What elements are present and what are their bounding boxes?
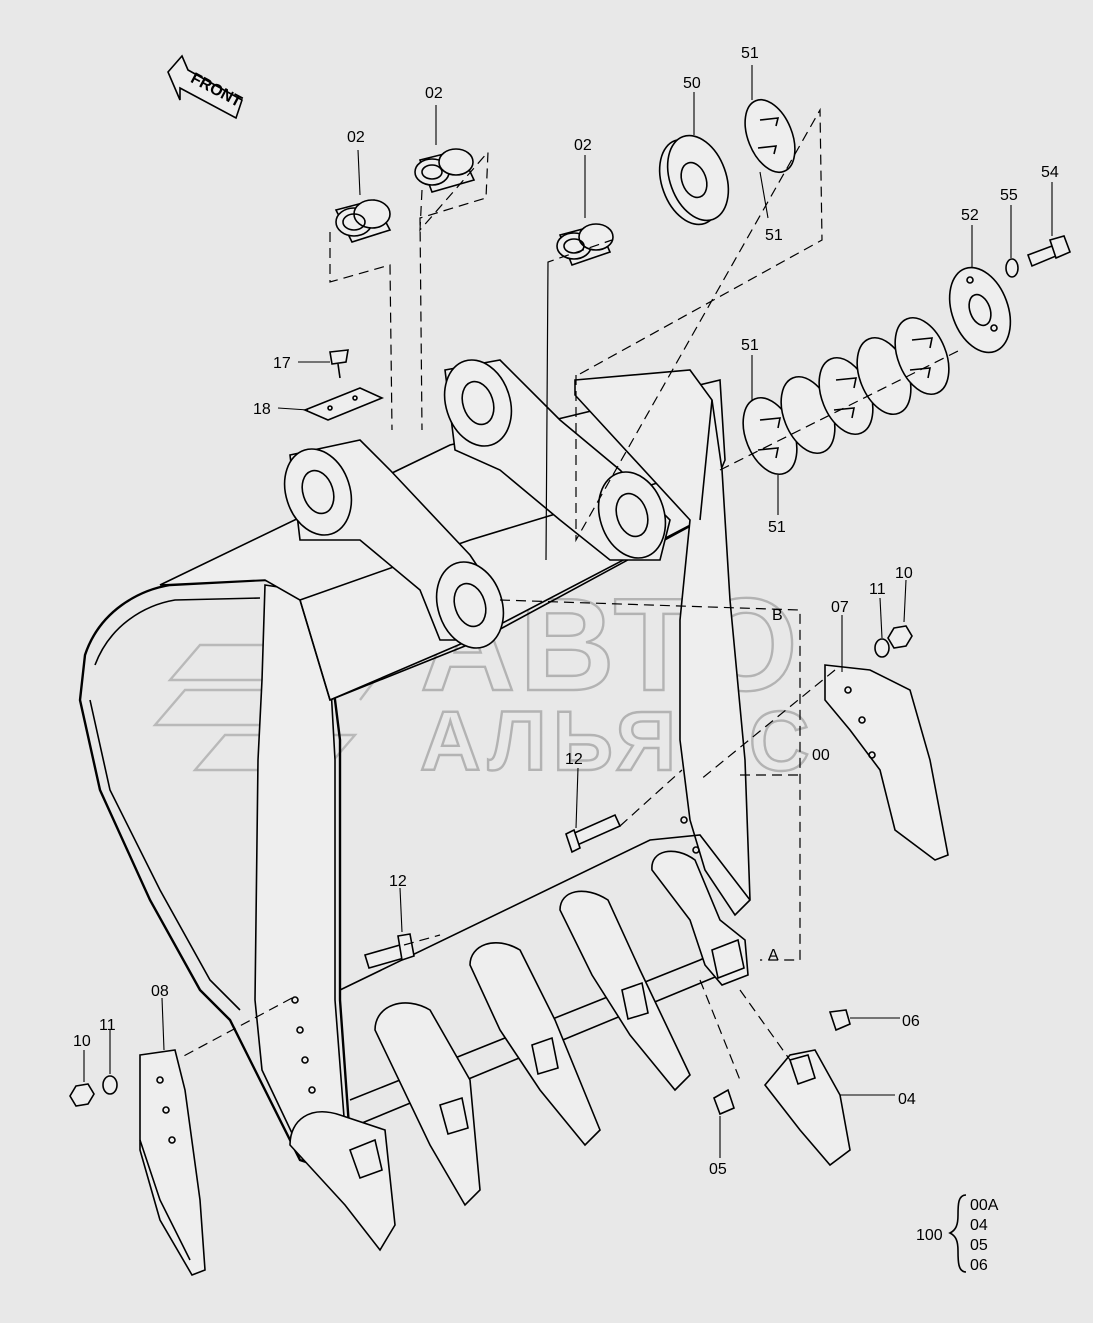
washer-11-right [874, 638, 890, 658]
callout-11-right: 11 [869, 581, 886, 598]
leader-lines [83, 65, 1053, 1158]
callout-51-mid: 51 [765, 227, 783, 244]
boss-left-lower [435, 561, 505, 649]
bushing-02-center [414, 148, 476, 193]
tooth-2 [374, 1002, 481, 1207]
kit-reference: 100 00A 04 05 06 [916, 1194, 999, 1274]
kit-item-4: 06 [970, 1257, 988, 1274]
plate-52 [948, 266, 1012, 354]
callout-05: 05 [709, 1161, 727, 1178]
ref-label-a: A [768, 947, 779, 964]
boss-right-upper [443, 359, 513, 447]
shim-stack-51 [742, 317, 950, 475]
shim-51-top [744, 99, 796, 173]
front-arrow: FRONT [167, 54, 245, 120]
kit-item-1: 00A [970, 1197, 999, 1214]
bolt-54 [1026, 235, 1072, 268]
tooth-adapter-04 [763, 1049, 851, 1167]
callout-08: 08 [151, 983, 169, 1000]
washer-11-left [102, 1075, 118, 1095]
tooth-5 [651, 850, 749, 986]
callout-04: 04 [898, 1091, 916, 1108]
callout-12-lower: 12 [389, 873, 407, 890]
callout-06: 06 [902, 1013, 920, 1030]
kit-item-3: 05 [970, 1237, 988, 1254]
boss-right-lower [597, 471, 667, 559]
nut-10-right [887, 625, 913, 649]
side-cutter-07 [824, 664, 949, 861]
plate-18 [302, 387, 385, 421]
screw-17 [329, 349, 349, 379]
nut-10-left [69, 1083, 95, 1107]
tooth-3 [469, 941, 601, 1147]
washer-55 [1005, 258, 1019, 278]
ref-label-b: B [772, 607, 783, 624]
callout-50: 50 [683, 75, 701, 92]
tooth-4 [559, 890, 691, 1092]
side-cutter-08 [139, 1049, 206, 1276]
callout-54: 54 [1041, 164, 1059, 181]
callout-12-upper: 12 [565, 751, 583, 768]
callout-11-left: 11 [99, 1017, 116, 1034]
callout-52: 52 [961, 207, 979, 224]
callout-51-top: 51 [741, 45, 759, 62]
callout-10-right: 10 [895, 565, 913, 582]
callout-02-center: 02 [425, 85, 443, 102]
callout-00: 00 [812, 747, 830, 764]
boss-left-upper [283, 448, 353, 536]
kit-brace-icon [948, 1194, 967, 1273]
bolt-12-upper [565, 813, 622, 854]
callout-10-left: 10 [73, 1033, 91, 1050]
callout-55: 55 [1000, 187, 1018, 204]
callout-07: 07 [831, 599, 849, 616]
callout-17: 17 [273, 355, 291, 372]
pin-06 [828, 1009, 851, 1032]
callout-51-stack-bottom: 51 [768, 519, 786, 536]
callout-51-stack-top: 51 [741, 337, 759, 354]
bucket-teeth [289, 850, 749, 1252]
bushing-02-left [334, 199, 392, 243]
callout-02-left: 02 [347, 129, 365, 146]
assembly-lines [179, 107, 961, 1081]
tooth-1 [289, 1111, 396, 1252]
bolt-12-lower [363, 933, 415, 969]
part-callouts: 02 02 02 50 51 51 51 51 52 55 54 17 18 1… [73, 45, 1059, 1178]
bushing-02-right [556, 223, 614, 267]
callout-18: 18 [253, 401, 271, 418]
lock-05 [713, 1088, 735, 1116]
ring-plate-50 [658, 134, 730, 226]
callout-02-right: 02 [574, 137, 592, 154]
front-arrow-icon [167, 54, 243, 120]
watermark-line-2: АЛЬЯНС [420, 694, 816, 788]
kit-number: 100 [916, 1227, 943, 1244]
kit-item-2: 04 [970, 1217, 988, 1234]
